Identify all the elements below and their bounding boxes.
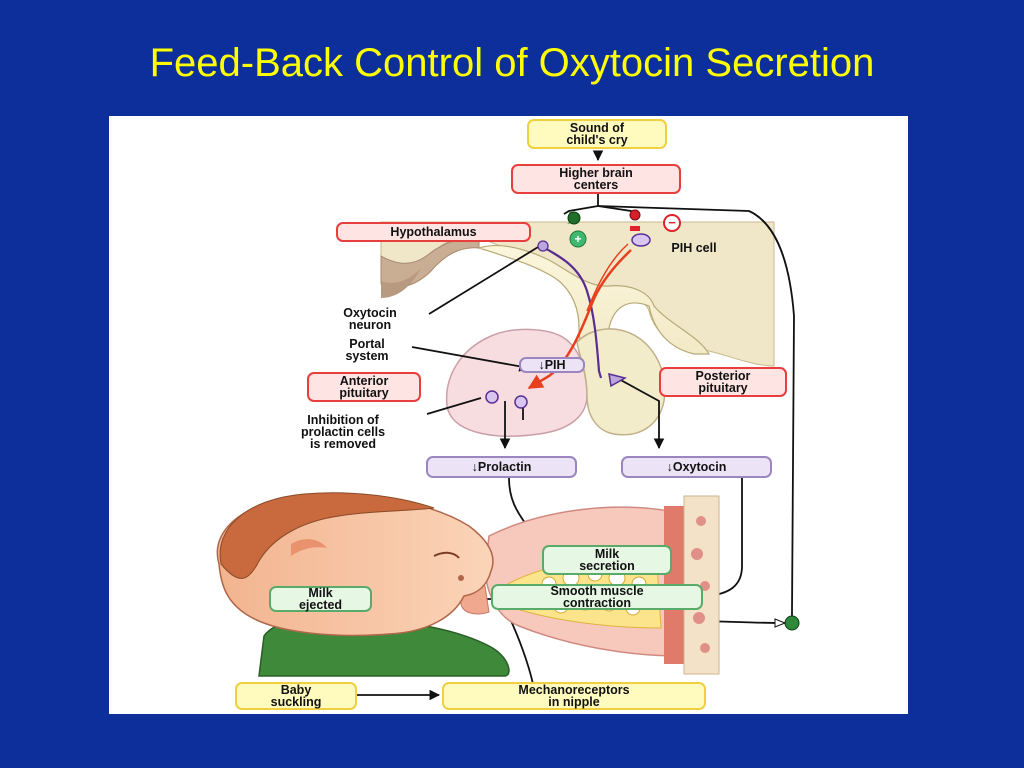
sound-of-cry-box: Sound of child's cry bbox=[527, 119, 667, 149]
inhibition-removed-label: Inhibition of prolactin cells is removed bbox=[300, 413, 386, 451]
diagram-illustration: + − bbox=[216, 150, 800, 701]
baby-suckling-box: Baby suckling bbox=[235, 682, 357, 710]
baby-illustration bbox=[216, 492, 510, 677]
smooth-muscle-contraction-box: Smooth muscle contraction bbox=[491, 584, 703, 610]
stimulatory-sign: + bbox=[574, 232, 581, 246]
anterior-pituitary-box: Anterior pituitary bbox=[307, 372, 421, 402]
inhibitory-sign: − bbox=[668, 215, 676, 230]
hypothalamus-box: Hypothalamus bbox=[336, 222, 531, 242]
portal-system-label: Portal system bbox=[345, 337, 389, 363]
posterior-pituitary-box: Posterior pituitary bbox=[659, 367, 787, 397]
pituitary-gland bbox=[445, 328, 666, 437]
slide-title: Feed-Back Control of Oxytocin Secretion bbox=[149, 41, 875, 85]
oxytocin-box: ↓Oxytocin bbox=[621, 456, 772, 478]
milk-ejected-box: Milk ejected bbox=[269, 586, 372, 612]
synapse-markers bbox=[485, 209, 800, 631]
diagram-panel: + − S bbox=[109, 116, 908, 714]
oxytocin-neuron-label: Oxytocin neuron bbox=[343, 306, 397, 332]
pih-box: ↓PIH bbox=[519, 357, 585, 373]
prolactin-box: ↓Prolactin bbox=[426, 456, 577, 478]
pih-cell-label: PIH cell bbox=[671, 241, 717, 255]
higher-brain-centers-box: Higher brain centers bbox=[511, 164, 681, 194]
mechanoreceptors-box: Mechanoreceptors in nipple bbox=[442, 682, 706, 710]
milk-secretion-box: Milk secretion bbox=[542, 545, 672, 575]
pih-tract-branch bbox=[586, 243, 629, 312]
oxytocin-tract bbox=[540, 245, 603, 379]
